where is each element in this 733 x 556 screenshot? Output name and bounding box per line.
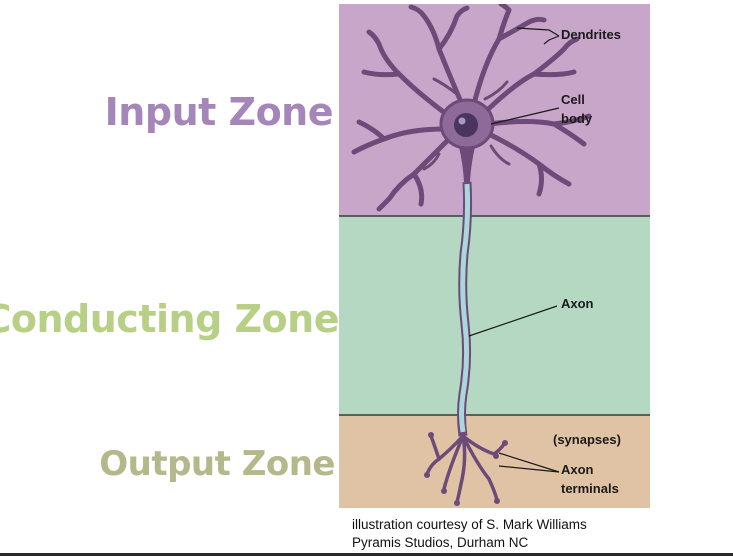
conducting-zone-region [339, 216, 650, 415]
nucleus [454, 113, 478, 137]
nucleus-highlight [458, 117, 466, 125]
input-zone-label: Input Zone [104, 90, 334, 134]
axon-hillock [459, 147, 475, 182]
axon-label: Axon [561, 296, 594, 311]
dendrites [351, 4, 592, 212]
axon-terminals-label-line2: terminals [561, 481, 619, 496]
dendrites-label: Dendrites [561, 27, 621, 42]
myelin-sheath [459, 183, 471, 433]
synapses-label: (synapses) [553, 432, 621, 447]
cell-body-label-line1: Cell [561, 92, 585, 107]
credit-line-2: Pyramis Studios, Durham NC [352, 535, 529, 550]
output-zone-label: Output Zone [99, 444, 335, 484]
neuron-illustration: Dendrites Cell body Axon (synapses) Axon… [339, 4, 650, 508]
axon-terminals-label-line1: Axon [561, 462, 594, 477]
leader-lines [468, 27, 560, 473]
conducting-zone-label: Conducting Zone [0, 297, 339, 341]
bottom-border [0, 553, 733, 556]
credit-line-1: illustration courtesy of S. Mark William… [352, 517, 587, 532]
synaptic-boutons [424, 432, 508, 506]
cell-body-label-line2: body [561, 111, 593, 126]
input-zone-region [339, 4, 650, 216]
